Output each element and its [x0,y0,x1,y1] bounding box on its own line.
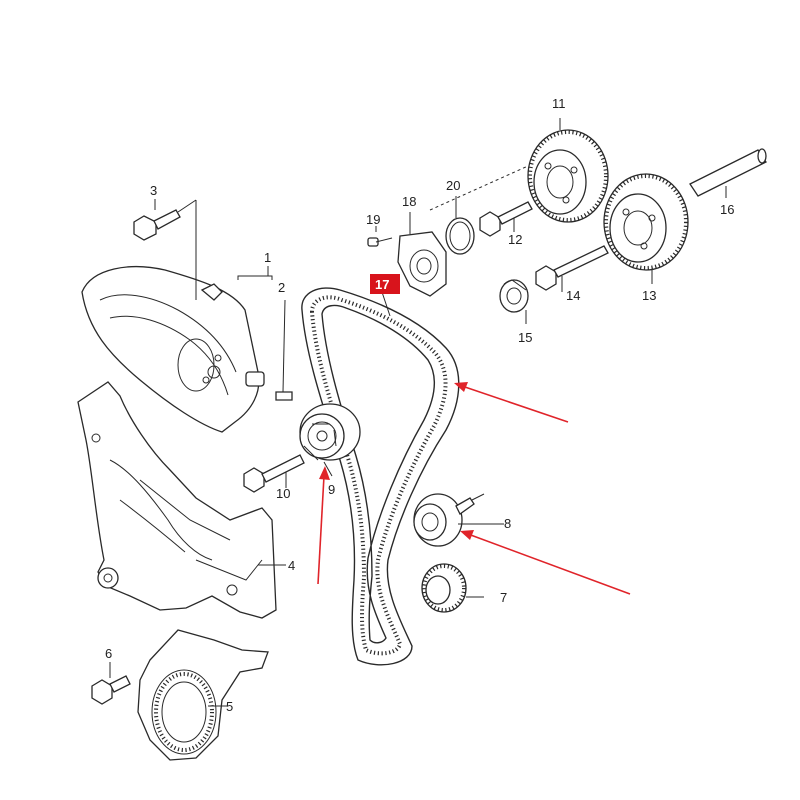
label-9: 9 [328,482,335,497]
leader-lines [154,199,391,707]
label-19: 19 [366,212,380,227]
bolt-10 [243,454,305,493]
red-arrows [317,382,631,595]
tensioner-roller [299,403,361,461]
o-ring [445,196,475,255]
idler-roller [413,493,504,547]
label-16: 16 [720,202,734,217]
camshaft-sprocket-13 [603,173,689,284]
shaft-16 [689,148,767,198]
label-12: 12 [508,232,522,247]
lower-timing-cover [77,381,286,619]
highlight-label-17: 17 [370,274,400,294]
bolt-6 [91,662,131,705]
arrow-idler [460,530,631,595]
bolt-12 [479,201,533,237]
arrow-tensioner [317,466,330,585]
bolt-14 [535,245,609,292]
label-4: 4 [288,558,295,573]
label-5: 5 [226,699,233,714]
housing-18 [397,212,447,297]
hub-15 [499,279,529,324]
label-10: 10 [276,486,290,501]
arrow-belt [454,382,569,423]
label-6: 6 [105,646,112,661]
timing-belt [301,287,460,666]
label-14: 14 [566,288,580,303]
upper-timing-cover [81,266,265,433]
label-18: 18 [402,194,416,209]
highlight-text: 17 [375,277,389,292]
label-1: 1 [264,250,271,265]
bolt-19 [367,226,393,247]
label-8: 8 [504,516,511,531]
part-labels: 1 2 3 4 5 6 7 8 9 10 11 12 13 14 15 16 1… [105,96,734,714]
bolt-3 [133,199,197,300]
label-13: 13 [642,288,656,303]
label-2: 2 [278,280,285,295]
camshaft-sprocket-11 [429,118,609,223]
arrow-idler-head [460,530,474,540]
label-7: 7 [500,590,507,605]
arrow-tensioner-head [319,466,330,480]
arrow-belt-head [454,382,468,392]
crank-pulley-cover [137,629,269,761]
crankshaft-sprocket [421,563,484,613]
pin [275,299,293,401]
label-20: 20 [446,178,460,193]
label-15: 15 [518,330,532,345]
highlight-box [370,274,400,294]
label-11: 11 [552,96,566,111]
label-3: 3 [150,183,157,198]
